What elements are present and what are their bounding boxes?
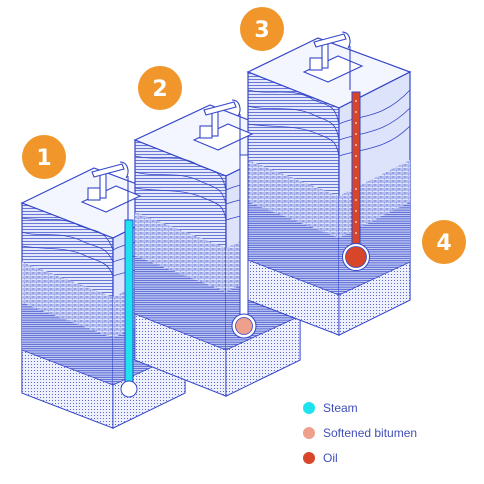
block-3-left-strata-band bbox=[248, 160, 339, 238]
legend-label-bitumen: Softened bitumen bbox=[323, 426, 417, 440]
step-badge-4: 4 bbox=[422, 220, 466, 264]
block-1-left-strata-band bbox=[22, 262, 113, 338]
step-badge-3: 3 bbox=[240, 7, 284, 51]
legend-item-oil: Oil bbox=[303, 451, 338, 465]
well-2-bitumen bbox=[231, 154, 257, 339]
well-3-pipe bbox=[351, 91, 361, 251]
step-badge-4-number: 4 bbox=[436, 231, 451, 256]
block-3-right-lower-band bbox=[339, 202, 410, 295]
step-badge-3-circle bbox=[240, 7, 284, 51]
legend-item-bitumen: Softened bitumen bbox=[303, 426, 417, 440]
well-2-pipe bbox=[239, 154, 249, 321]
block-2-right-base bbox=[225, 315, 301, 397]
legend: Steam Softened bitumen Oil bbox=[303, 401, 417, 465]
well-1-steam bbox=[120, 219, 138, 398]
block-3-right-base bbox=[338, 261, 411, 336]
legend-label-steam: Steam bbox=[323, 401, 358, 415]
well-1-pipe bbox=[124, 219, 134, 386]
legend-label-oil: Oil bbox=[323, 451, 338, 465]
step-badge-3-number: 3 bbox=[254, 18, 269, 43]
block-3-left-lower-band bbox=[248, 202, 339, 295]
legend-swatch-bitumen bbox=[303, 427, 315, 439]
legend-swatch-oil bbox=[303, 452, 315, 464]
legend-swatch-steam bbox=[303, 402, 315, 414]
block-1-left-lower-band bbox=[22, 303, 113, 385]
block-2-left-strata-band bbox=[135, 212, 226, 292]
well-1-chamber bbox=[120, 380, 138, 398]
pump-jack-icon bbox=[192, 99, 254, 158]
well-2-chamber bbox=[235, 317, 253, 335]
step-badge-2-circle bbox=[138, 66, 182, 110]
block-3-wavy-layers bbox=[247, 89, 411, 157]
step-badge-1-number: 1 bbox=[36, 146, 51, 171]
well-3-chamber bbox=[345, 246, 367, 268]
step-badge-4-circle bbox=[422, 220, 466, 264]
step-badge-1: 1 bbox=[22, 135, 66, 179]
rock-block-3 bbox=[246, 37, 412, 336]
legend-item-steam: Steam bbox=[303, 401, 358, 415]
pump-jack-icon bbox=[302, 31, 364, 90]
step-badge-2-number: 2 bbox=[152, 77, 167, 102]
block-2-left-lower-band bbox=[135, 256, 226, 350]
pump-jack-icon bbox=[80, 161, 142, 220]
well-3-oil bbox=[342, 91, 370, 271]
step-badge-2: 2 bbox=[138, 66, 182, 110]
step-badge-1-circle bbox=[22, 135, 66, 179]
